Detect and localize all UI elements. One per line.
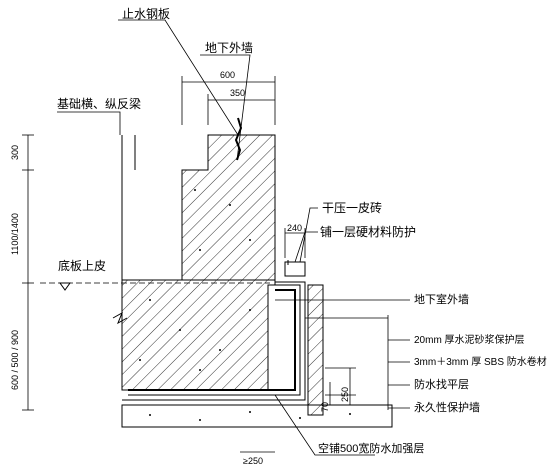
dimension-lines: [22, 76, 356, 453]
protective-wall: [307, 284, 324, 416]
label-permanent-wall: 永久性保护墙: [414, 400, 480, 414]
foundation-beam-outline: [112, 135, 136, 390]
dim-600: 600: [220, 70, 235, 80]
dim-70: 70: [320, 402, 330, 412]
dim-600-500-900: 600 / 500 / 900: [10, 330, 20, 390]
dim-300: 300: [10, 145, 20, 160]
waterproof-layers: [122, 260, 306, 401]
cushion-layer: [121, 404, 393, 428]
label-mortar-layer: 20mm 厚水泥砂浆保护层: [414, 333, 525, 346]
waterstop-plate: [234, 117, 243, 161]
label-basement-outer-wall-2: 地下室外墙: [414, 292, 469, 306]
dim-250: 250: [340, 387, 350, 402]
label-reinforce-layer: 空铺500宽防水加强层: [318, 441, 424, 455]
label-basement-outer-wall: 地下外墙: [205, 41, 253, 55]
label-floor-slab-top: 底板上皮: [58, 258, 106, 273]
label-leveling-layer: 防水找平层: [414, 377, 469, 391]
label-dry-brick: 干压一皮砖: [322, 200, 382, 215]
slab-top-marker: [59, 282, 71, 291]
dim-350: 350: [230, 88, 245, 98]
leader-lines: [57, 19, 410, 456]
label-sbs-layer: 3mm＋3mm 厚 SBS 防水卷材: [414, 355, 547, 368]
dim-240: 240: [287, 223, 302, 233]
label-foundation-beam: 基础横、纵反梁: [57, 96, 141, 111]
concrete-body: [121, 134, 276, 391]
dim-1100-1400: 1100/1400: [10, 213, 20, 255]
label-hard-material: 铺一层硬材料防护: [320, 224, 416, 239]
dim-250-min: ≥250: [243, 456, 263, 466]
label-waterstop-plate: 止水钢板: [122, 7, 170, 21]
